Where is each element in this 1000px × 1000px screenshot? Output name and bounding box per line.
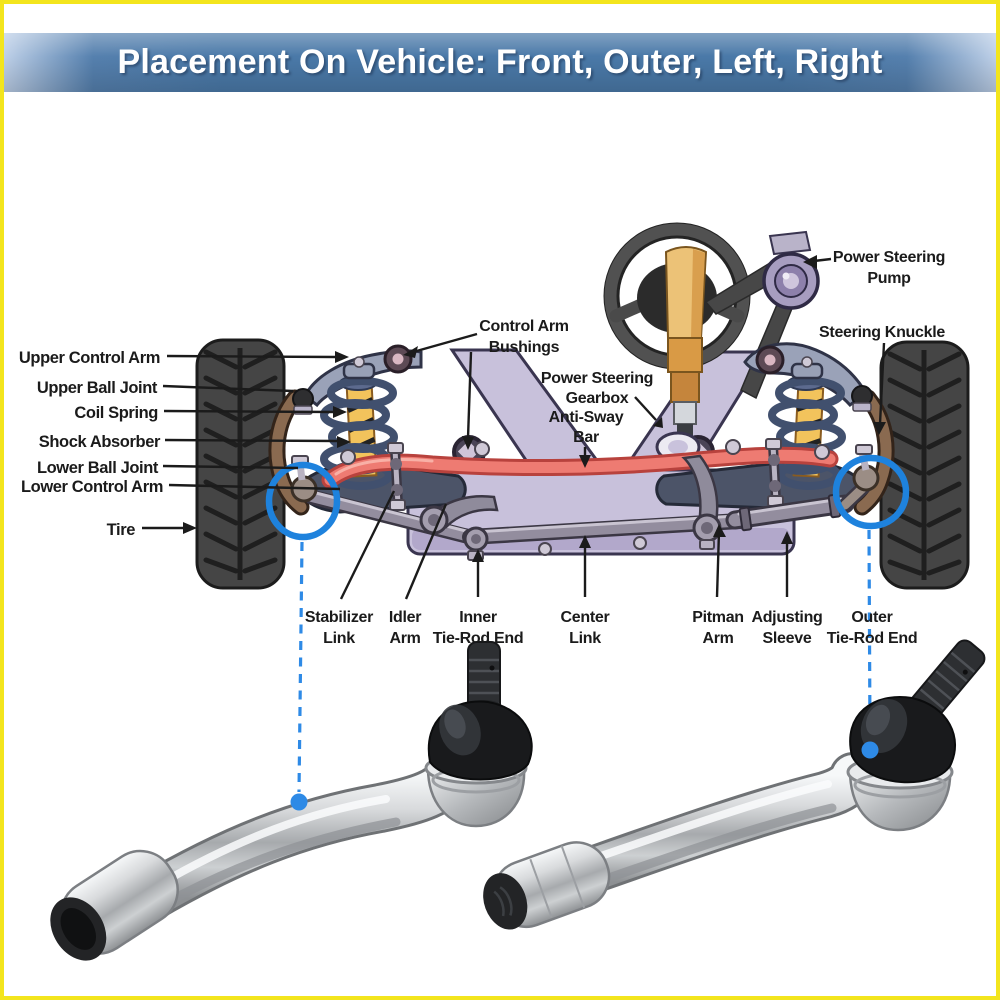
suspension-diagram-and-parts: Upper Control Arm Upper Ball Joint Coil … bbox=[19, 222, 986, 961]
right-pointer-dot bbox=[861, 741, 879, 759]
label-tire: Tire bbox=[107, 521, 136, 539]
left-stud bbox=[467, 641, 501, 717]
left-steering-knuckle bbox=[268, 389, 310, 516]
label-lower-ball-joint: Lower Ball Joint bbox=[37, 459, 159, 477]
label-anti-sway-bar-1: Anti-Sway bbox=[549, 409, 624, 426]
label-power-steering-pump-2: Pump bbox=[867, 270, 911, 287]
pointer-dashed-lines bbox=[297, 529, 872, 793]
left-outer-tie-rod-photo bbox=[50, 641, 533, 961]
label-anti-sway-bar-2: Bar bbox=[573, 429, 599, 446]
right-outer-tie-rod-photo bbox=[483, 639, 986, 930]
label-pitman-arm-2: Arm bbox=[702, 630, 733, 647]
label-steering-knuckle: Steering Knuckle bbox=[819, 324, 945, 341]
label-center-link-1: Center bbox=[561, 609, 610, 626]
steering-linkage bbox=[290, 439, 880, 561]
left-stabilizer-link bbox=[387, 442, 406, 511]
left-pointer-dot bbox=[290, 793, 308, 811]
label-shock-absorber: Shock Absorber bbox=[39, 433, 161, 451]
label-stabilizer-link-1: Stabilizer bbox=[305, 609, 373, 626]
leader-lines bbox=[142, 255, 886, 600]
left-highlight-circle bbox=[265, 461, 341, 541]
page-title: Placement On Vehicle: Front, Outer, Left… bbox=[117, 43, 883, 81]
label-outer-tie-rod-end-2: Tie-Rod End bbox=[827, 630, 918, 647]
label-adjusting-sleeve-1: Adjusting bbox=[751, 609, 822, 626]
right-stabilizer-link bbox=[765, 438, 784, 507]
label-control-arm-bushings-1: Control Arm bbox=[479, 318, 569, 335]
label-power-steering-pump-1: Power Steering bbox=[833, 249, 945, 266]
anti-sway-bar bbox=[321, 446, 839, 489]
label-pitman-arm-1: Pitman bbox=[692, 609, 744, 626]
right-highlight-circle bbox=[832, 454, 910, 530]
label-lower-control-arm: Lower Control Arm bbox=[21, 478, 163, 496]
steering-column bbox=[664, 246, 708, 439]
label-power-steering-gearbox-2: Gearbox bbox=[566, 390, 629, 407]
label-power-steering-gearbox-1: Power Steering bbox=[541, 370, 653, 387]
label-adjusting-sleeve-2: Sleeve bbox=[763, 630, 812, 647]
left-tire bbox=[195, 338, 286, 590]
label-control-arm-bushings-2: Bushings bbox=[489, 339, 560, 356]
power-steering-pump bbox=[762, 230, 820, 310]
label-center-link-2: Link bbox=[569, 630, 601, 647]
label-upper-control-arm: Upper Control Arm bbox=[19, 349, 160, 367]
label-coil-spring: Coil Spring bbox=[74, 404, 158, 422]
label-outer-tie-rod-end-1: Outer bbox=[851, 609, 892, 626]
label-stabilizer-link-2: Link bbox=[323, 630, 355, 647]
label-idler-arm-1: Idler bbox=[389, 609, 421, 626]
label-inner-tie-rod-end-1: Inner bbox=[459, 609, 497, 626]
label-idler-arm-2: Arm bbox=[389, 630, 420, 647]
title-banner: Placement On Vehicle: Front, Outer, Left… bbox=[4, 33, 996, 92]
diagram-labels: Upper Control Arm Upper Ball Joint Coil … bbox=[19, 249, 946, 647]
right-tire bbox=[879, 340, 970, 590]
label-inner-tie-rod-end-2: Tie-Rod End bbox=[433, 630, 524, 647]
label-upper-ball-joint: Upper Ball Joint bbox=[37, 379, 158, 397]
